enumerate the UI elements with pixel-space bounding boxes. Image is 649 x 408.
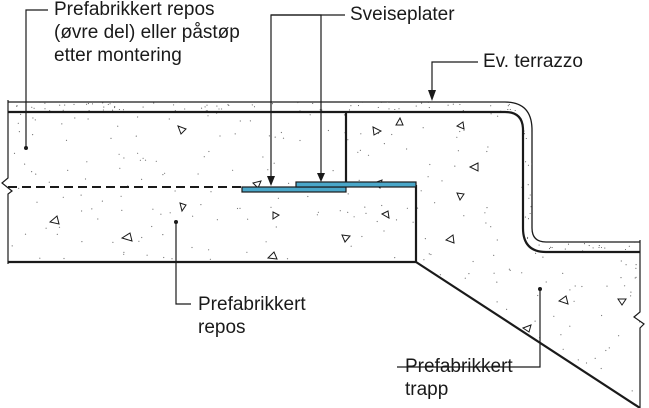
label-terrazzo: Ev. terrazzo: [483, 51, 583, 72]
label-upper-part-line-1: Prefabrikkert repos: [54, 0, 215, 20]
terrazzo-layer: [8, 101, 640, 252]
label-landing: Prefabrikkert repos: [198, 293, 306, 339]
arrow-weld-plate-upper: [317, 173, 325, 182]
leader-dots: [24, 146, 542, 291]
label-stair-line-2: trapp: [405, 379, 449, 400]
leader-lines: [25, 9, 541, 368]
arrow-terrazzo: [428, 90, 436, 101]
label-upper-part-line-2: (øvre del) eller påstøp: [54, 22, 240, 43]
label-landing-line-1: Prefabrikkert: [198, 294, 306, 315]
weld-plates: [241, 181, 417, 193]
arrow-weld-plate-lower: [267, 176, 275, 186]
weld-plate-lower: [241, 186, 347, 193]
weld-plate-upper: [295, 181, 417, 188]
label-landing-line-2: repos: [198, 317, 246, 338]
landing-outline: [8, 110, 640, 264]
label-stair: Prefabrikkert trapp: [405, 355, 513, 401]
label-weld-plates: Sveiseplater: [350, 4, 455, 25]
label-upper-part-line-3: etter montering: [54, 45, 182, 66]
label-stair-line-1: Prefabrikkert: [405, 356, 513, 377]
stair-slope: [415, 261, 641, 408]
leader-arrowheads: [267, 90, 436, 186]
label-upper-part: Prefabrikkert repos (øvre del) eller pås…: [54, 0, 240, 67]
break-lines: [1, 100, 645, 408]
concrete-stipple: [11, 112, 640, 408]
